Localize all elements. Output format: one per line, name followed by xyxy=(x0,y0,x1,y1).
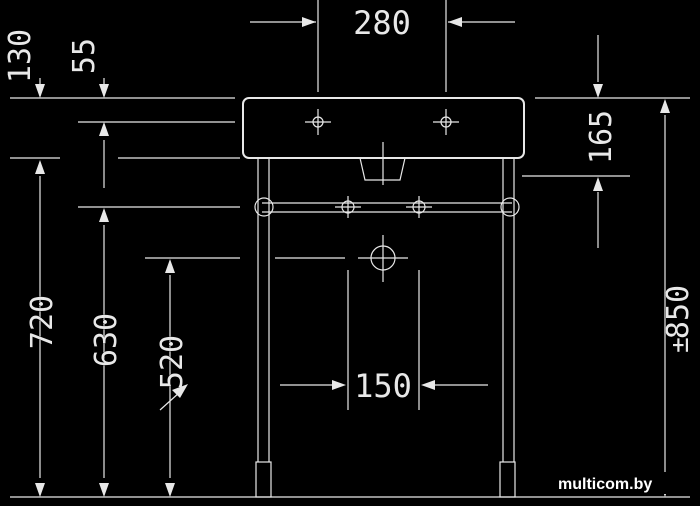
arrow-icon xyxy=(35,483,45,497)
arrow-icon xyxy=(593,177,603,191)
dim-630-label: 630 xyxy=(89,313,124,367)
dim-130-label: 130 xyxy=(3,29,38,83)
crosshair-icon xyxy=(433,109,459,135)
pointer-line xyxy=(159,391,181,411)
arrow-icon xyxy=(448,17,462,27)
dim-55-label: 55 xyxy=(67,38,102,74)
arrow-icon xyxy=(35,84,45,98)
dim-165-label: 165 xyxy=(584,110,619,164)
plus-minus-sign: ± xyxy=(665,337,695,353)
arrow-icon xyxy=(172,384,188,398)
dim-280-label: 280 xyxy=(353,4,411,42)
towel-rail xyxy=(254,196,520,218)
dim-150-label: 150 xyxy=(354,367,412,405)
arrow-icon xyxy=(99,122,109,136)
arrow-icon xyxy=(332,380,346,390)
arrow-icon xyxy=(99,483,109,497)
arrow-icon xyxy=(421,380,435,390)
arrow-icon xyxy=(99,84,109,98)
watermark-bg xyxy=(550,472,695,494)
watermark: multicom.by xyxy=(558,476,652,493)
dim-850-label: 850 xyxy=(661,285,696,339)
arrow-icon xyxy=(99,208,109,222)
left-leg xyxy=(255,158,272,498)
crosshair-icon xyxy=(305,109,331,135)
right-leg xyxy=(499,158,516,498)
dim-520-label: 520 xyxy=(155,335,190,389)
arrow-icon xyxy=(593,84,603,98)
arrow-icon xyxy=(660,99,670,113)
arrow-icon xyxy=(302,17,316,27)
arrow-icon xyxy=(35,160,45,174)
arrow-icon xyxy=(165,483,175,497)
crosshair-icon xyxy=(358,235,408,282)
arrow-icon xyxy=(165,259,175,273)
dim-720-label: 720 xyxy=(25,295,60,349)
